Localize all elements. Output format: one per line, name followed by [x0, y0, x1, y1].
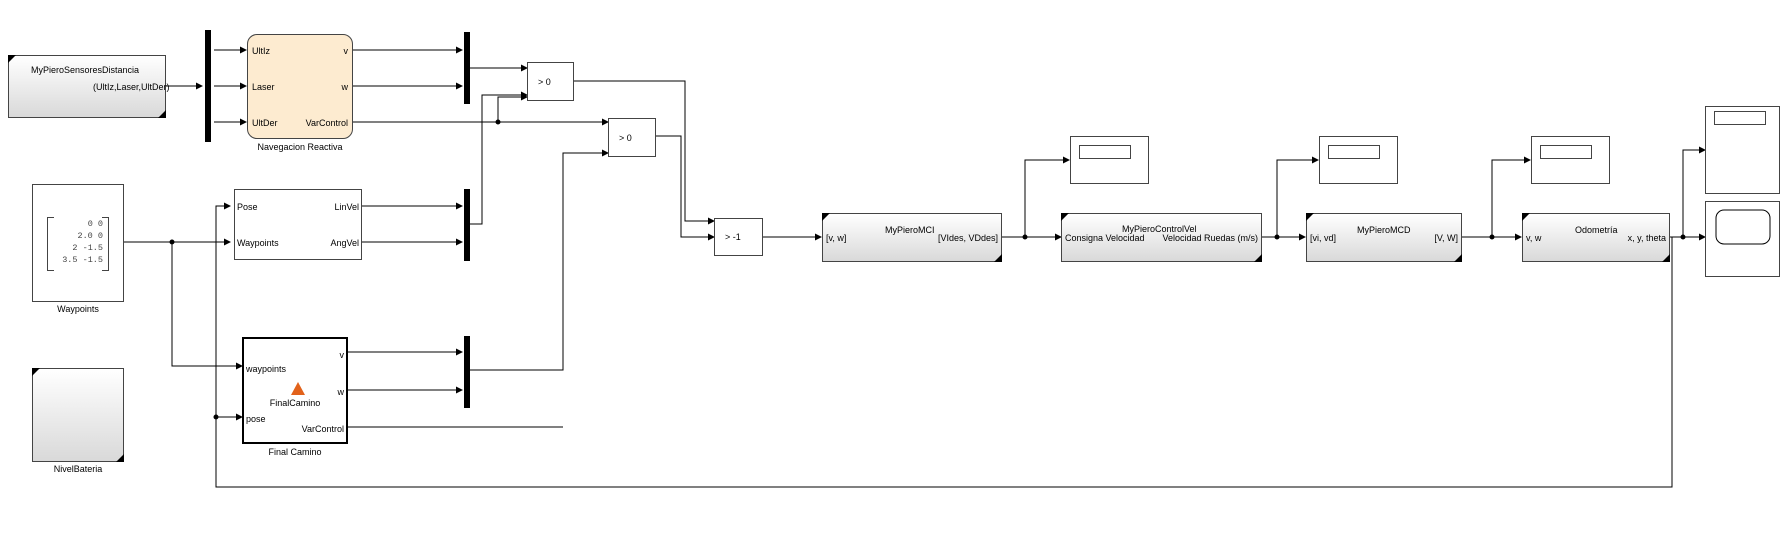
control-vel-block[interactable]: MyPieroControlVel Consigna Velocidad Vel…	[1061, 213, 1262, 262]
switch-2[interactable]: > 0	[608, 118, 656, 157]
display-pose-window	[1714, 111, 1766, 125]
odometria-title: Odometría	[1575, 225, 1618, 235]
display-control-vel-window	[1328, 145, 1380, 159]
display-mcd[interactable]	[1531, 136, 1610, 184]
nav-out-w: w	[341, 82, 349, 92]
switch-1[interactable]: > 0	[527, 62, 574, 101]
odometria-block[interactable]: Odometría v, w x, y, theta	[1522, 213, 1670, 262]
sensores-block[interactable]: MyPieroSensoresDistancia (UltIz,Laser,Ul…	[8, 55, 170, 118]
mci-title: MyPieroMCI	[885, 225, 935, 235]
nav-out-v: v	[343, 46, 349, 56]
final-camino-title: Final Camino	[268, 447, 322, 457]
matrix-row-2: 2.0 0	[77, 231, 103, 241]
switch-1-cond: > 0	[538, 77, 551, 87]
matrix-row-4: 3.5 -1.5	[62, 255, 103, 265]
display-mci[interactable]	[1070, 136, 1149, 184]
display-control-vel[interactable]	[1319, 136, 1398, 184]
waypoints-block[interactable]: 0 0 2.0 0 2 -1.5 3.5 -1.5	[32, 184, 124, 302]
nivel-bateria-title: NivelBateria	[53, 464, 103, 474]
matrix-row-1: 0 0	[87, 219, 103, 229]
odometria-out: x, y, theta	[1627, 233, 1666, 243]
mux-pursuit[interactable]	[464, 189, 470, 261]
mcd-in: [vi, vd]	[1310, 233, 1337, 243]
final-out-w: w	[337, 387, 345, 397]
pursuit-in-pose: Pose	[237, 202, 258, 212]
matrix-row-3: 2 -1.5	[72, 243, 103, 253]
xy-graph-block[interactable]	[1705, 201, 1780, 277]
mci-in: [v, w]	[826, 233, 847, 243]
nav-in-ultder: UltDer	[252, 118, 278, 128]
nivel-bateria-block[interactable]	[32, 368, 124, 462]
final-inner-name: FinalCamino	[269, 398, 321, 408]
matrix-bracket-right	[102, 217, 109, 271]
switch-2-cond: > 0	[619, 133, 632, 143]
switch-3-cond: > -1	[725, 232, 741, 242]
display-mcd-window	[1540, 145, 1592, 159]
odometria-in: v, w	[1526, 233, 1542, 243]
waypoints-title: Waypoints	[57, 304, 99, 314]
mux-nav[interactable]	[464, 32, 470, 104]
display-pose[interactable]	[1705, 106, 1780, 194]
pure-pursuit-block[interactable]: Pose Waypoints LinVel AngVel	[234, 189, 362, 260]
final-out-v: v	[339, 350, 345, 360]
sensores-title: MyPieroSensoresDistancia	[31, 65, 140, 75]
final-in-waypoints: waypoints	[246, 364, 287, 374]
matrix-bracket-left	[47, 217, 54, 271]
switch-3[interactable]: > -1	[714, 218, 763, 256]
mci-block[interactable]: MyPieroMCI [v, w] [VIdes, VDdes]	[822, 213, 1002, 262]
matlab-function-icon	[291, 382, 305, 395]
xy-graph-screen	[1715, 209, 1771, 245]
control-vel-out: Velocidad Ruedas (m/s)	[1162, 233, 1258, 243]
pursuit-out-angvel: AngVel	[330, 238, 359, 248]
mcd-title: MyPieroMCD	[1357, 225, 1411, 235]
control-vel-title: MyPieroControlVel	[1122, 224, 1197, 234]
nav-in-laser: Laser	[252, 82, 275, 92]
mux-final[interactable]	[464, 336, 470, 408]
mcd-block[interactable]: MyPieroMCD [vi, vd] [V, W]	[1306, 213, 1462, 262]
pursuit-in-waypoints: Waypoints	[237, 238, 279, 248]
mux-sensors[interactable]	[205, 30, 211, 142]
display-mci-window	[1079, 145, 1131, 159]
final-out-varcontrol: VarControl	[301, 424, 344, 434]
mci-out: [VIdes, VDdes]	[937, 233, 998, 243]
nav-in-ultiz: UltIz	[252, 46, 270, 56]
final-in-pose: pose	[246, 414, 266, 424]
nav-title: Navegacion Reactiva	[257, 142, 343, 152]
nav-out-varcontrol: VarControl	[305, 118, 348, 128]
control-vel-in: Consigna Velocidad	[1065, 233, 1145, 243]
mcd-out: [V, W]	[1434, 233, 1458, 243]
pursuit-out-linvel: LinVel	[334, 202, 359, 212]
nav-block[interactable]: UltIz Laser UltDer v w VarControl	[247, 34, 353, 139]
final-camino-block[interactable]: waypoints pose v w VarControl FinalCamin…	[242, 337, 348, 444]
sensores-out-port: (UltIz,Laser,UltDer)	[93, 82, 170, 92]
